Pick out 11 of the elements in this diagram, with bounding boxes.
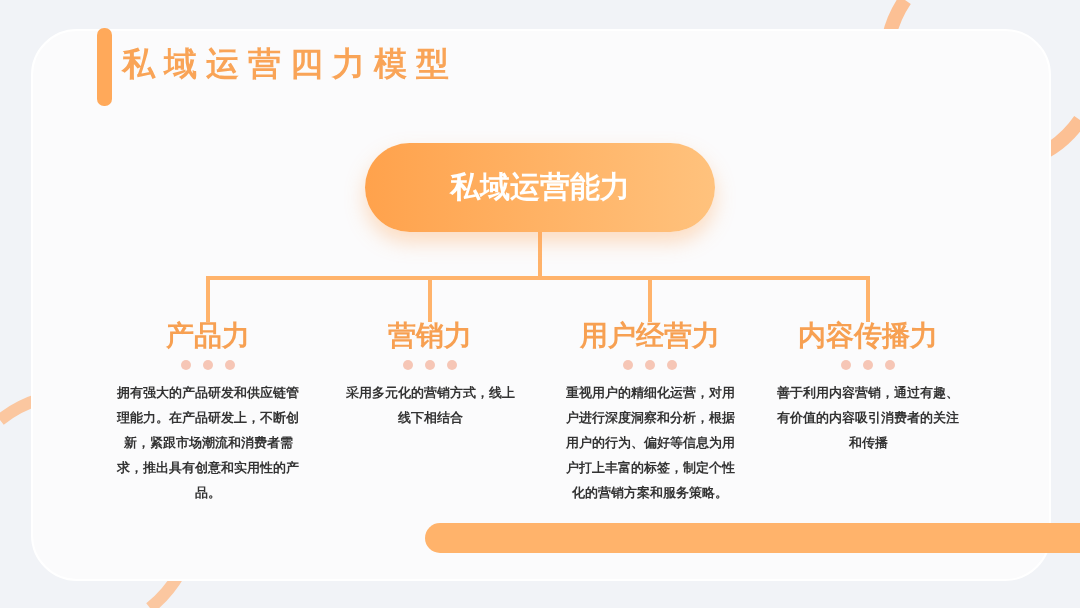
description-text: 重视用户的精细化运营，对用户进行深度洞察和分析，根据用户的行为、偏好等信息为用户打上丰富的标签，制定个性化的营销方案和服务策略。 bbox=[564, 384, 736, 502]
column-heading: 营销力 bbox=[388, 318, 472, 354]
root-pill: 私域运营能力 bbox=[365, 143, 715, 232]
column-heading: 内容传播力 bbox=[798, 318, 938, 354]
description-text: 拥有强大的产品研发和供应链管理能力。在产品研发上，不断创新，紧跟市场潮流和消费者需求，推出具有创意和实用性的产品。 bbox=[115, 384, 300, 502]
column-heading: 用户经营力 bbox=[580, 318, 720, 354]
description-text: 采用多元化的营销方式，线上线下相结合 bbox=[344, 384, 516, 427]
title: 私域运营四力模型 bbox=[122, 43, 458, 85]
column-heading: 产品力 bbox=[166, 318, 250, 354]
description-text: 善于利用内容营销，通过有趣、有价值的内容吸引消费者的关注和传播 bbox=[776, 384, 960, 452]
connector-line bbox=[538, 232, 870, 322]
